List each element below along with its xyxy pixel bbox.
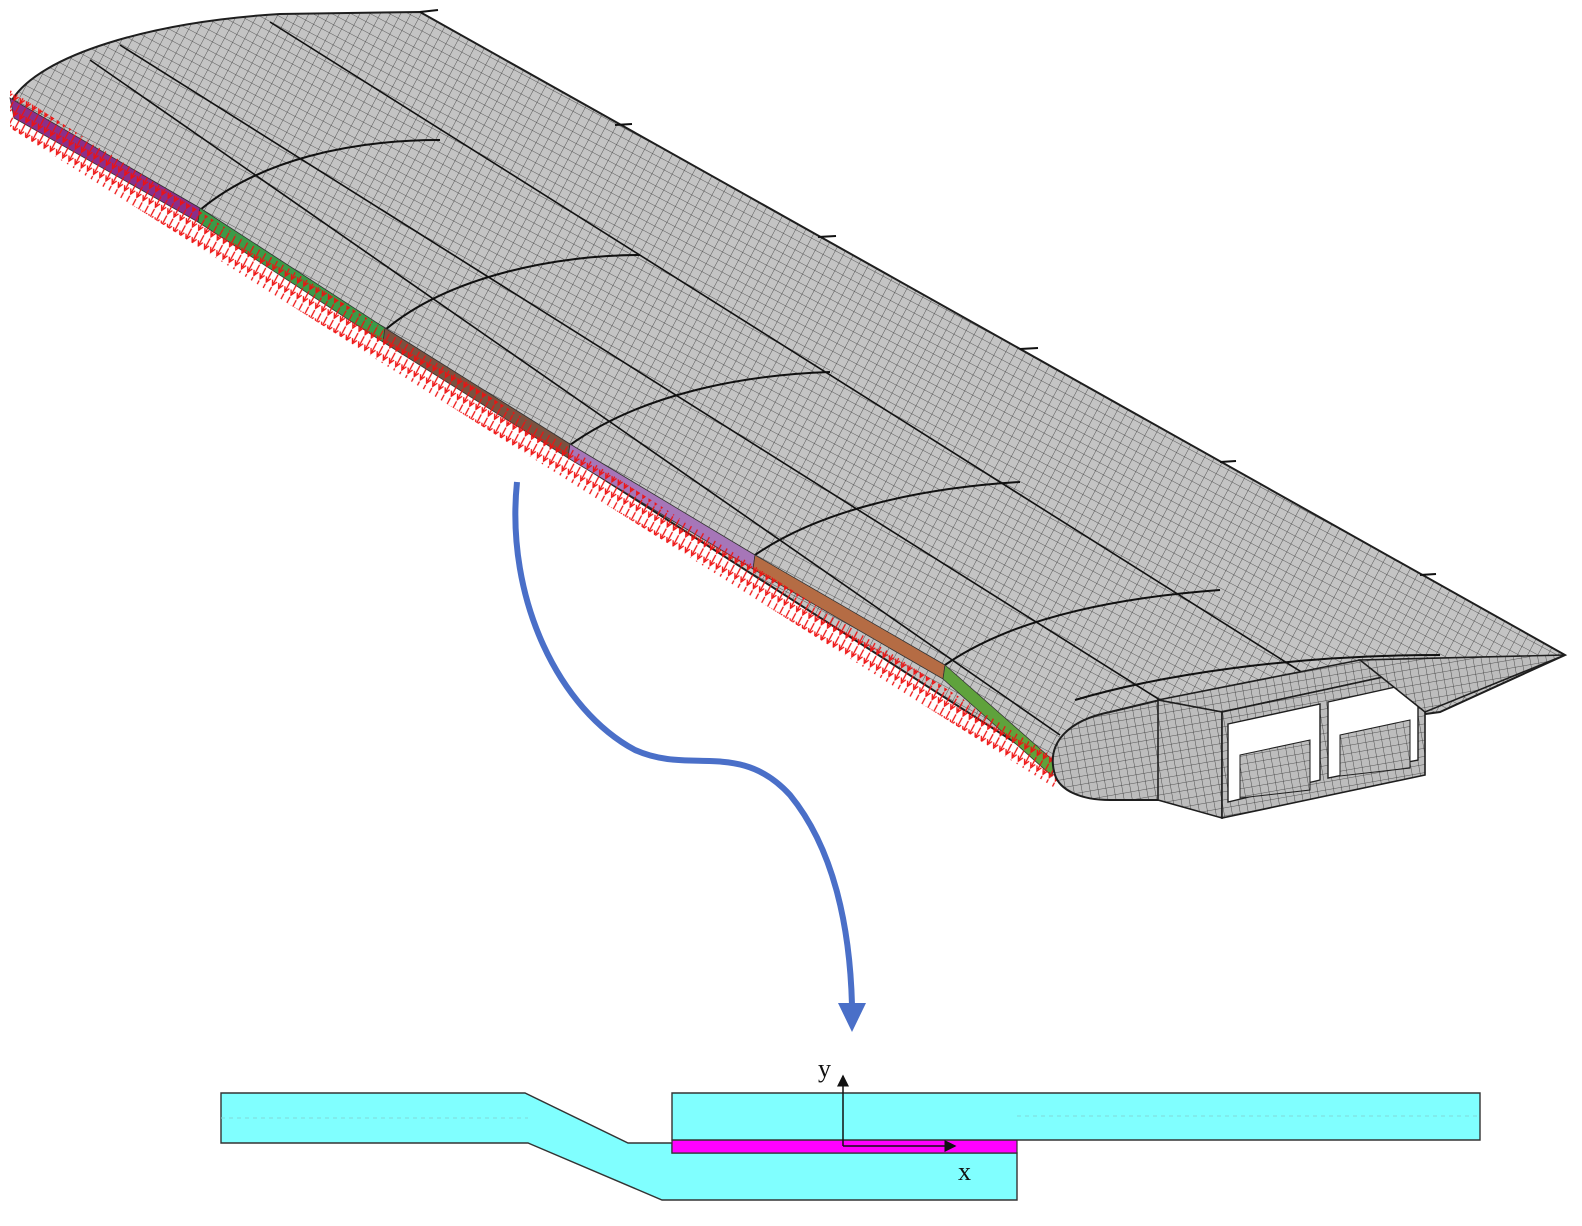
wing-tip-ticks [419, 9, 1437, 576]
curved-down-arrow-icon [512, 481, 855, 1006]
wing-box [1157, 659, 1426, 820]
axis-y-label: y [818, 1054, 831, 1083]
wing-box-internal-web-2 [1339, 719, 1411, 777]
connector-arrow [512, 481, 866, 1032]
wing-upper-skin [10, 10, 1568, 767]
joint-section: y x [220, 1054, 1481, 1201]
root-airfoil-section [1051, 698, 1161, 801]
load-arrows [10, 90, 1058, 790]
wing-model [9, 9, 1568, 820]
connector-arrowhead [838, 1003, 866, 1032]
wing-box-front [1157, 699, 1223, 820]
wing-rib-lines [199, 139, 1441, 701]
trailing-edge-fairing [1357, 654, 1566, 713]
wing-spar-lines [89, 21, 1331, 736]
wing-box-internal-web-1 [1239, 739, 1311, 799]
axis-x-label: x [958, 1157, 971, 1186]
